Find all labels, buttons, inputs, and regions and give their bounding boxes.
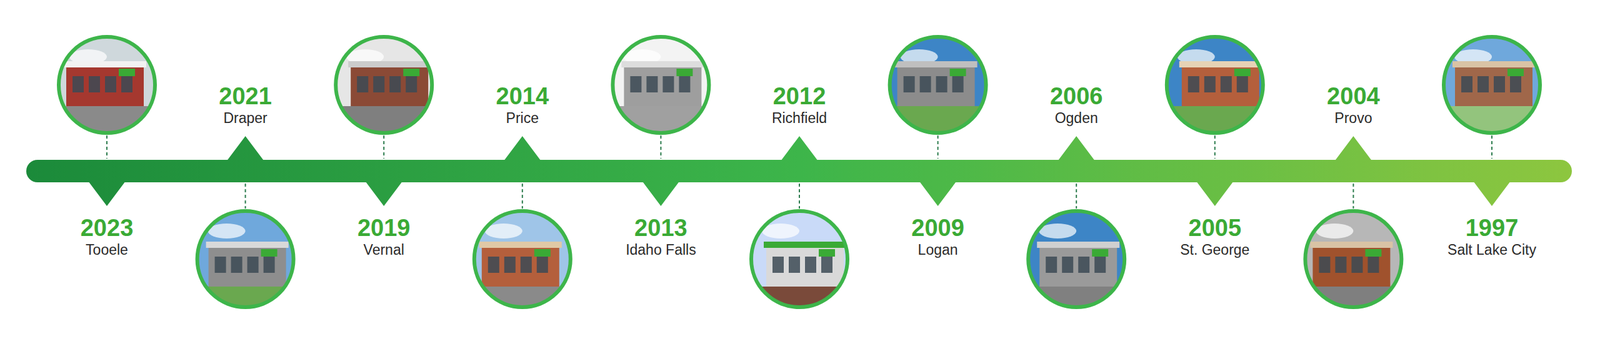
leader-line — [521, 183, 524, 209]
year-label: 2006 — [1050, 83, 1104, 110]
photo-ring — [612, 36, 709, 134]
city-label: Draper — [223, 110, 267, 127]
year-label: 2021 — [218, 83, 272, 110]
timeline-pointer — [1334, 136, 1372, 162]
city-label: Richfield — [771, 110, 827, 127]
photo-ring — [1443, 36, 1540, 134]
timeline-pointer — [365, 181, 403, 207]
city-label: St. George — [1180, 242, 1250, 259]
city-label: Vernal — [363, 242, 405, 259]
leader-line — [798, 183, 800, 209]
photo-ring — [1305, 211, 1402, 308]
location-photo — [474, 211, 571, 354]
year-label: 2019 — [357, 215, 411, 242]
year-label: 1997 — [1465, 215, 1519, 242]
leader-line — [660, 135, 662, 159]
year-label: 2004 — [1326, 83, 1380, 110]
leader-line — [245, 183, 247, 209]
leader-line — [1352, 183, 1354, 209]
city-label: Tooele — [85, 242, 129, 259]
location-photo — [1305, 211, 1402, 354]
leader-line — [1491, 135, 1493, 159]
leader-line — [1214, 135, 1216, 159]
location-photo — [58, 36, 155, 203]
timeline-pointer — [88, 181, 126, 207]
year-label: 2012 — [773, 83, 827, 110]
year-label: 2014 — [496, 83, 550, 110]
leader-line — [383, 135, 385, 159]
timeline-pointer — [226, 136, 265, 162]
leader-line — [937, 135, 939, 159]
timeline-bar — [26, 160, 1572, 183]
city-label: Logan — [918, 242, 959, 259]
location-photo — [1028, 211, 1125, 354]
timeline-pointer — [1473, 181, 1511, 207]
photo-ring — [335, 36, 432, 134]
leader-line — [1075, 183, 1077, 209]
timeline-pointer — [641, 181, 680, 207]
timeline-pointer — [1057, 136, 1095, 162]
photo-ring — [197, 211, 294, 308]
photo-ring — [890, 36, 987, 134]
city-label: Salt Lake City — [1447, 242, 1537, 259]
photo-ring — [474, 211, 571, 308]
city-label: Idaho Falls — [625, 242, 697, 259]
location-photo — [1443, 36, 1540, 203]
timeline-pointer — [780, 136, 819, 162]
photo-ring — [1028, 211, 1125, 308]
year-label: 2009 — [911, 215, 965, 242]
timeline-pointer — [1196, 181, 1234, 207]
location-photo — [890, 36, 987, 203]
city-label: Ogden — [1055, 110, 1099, 127]
leader-line — [106, 135, 108, 159]
city-label: Price — [506, 110, 539, 127]
year-label: 2023 — [80, 215, 134, 242]
timeline-pointer — [503, 136, 542, 162]
year-label: 2013 — [634, 215, 688, 242]
location-photo — [1166, 36, 1264, 203]
timeline-pointer — [919, 181, 957, 207]
location-photo — [335, 36, 432, 203]
city-label: Provo — [1334, 110, 1372, 127]
location-photo — [751, 211, 848, 354]
photo-ring — [58, 36, 155, 134]
photo-ring — [751, 211, 848, 308]
location-photo — [612, 36, 709, 203]
year-label: 2005 — [1188, 215, 1242, 242]
location-photo — [197, 211, 294, 354]
photo-ring — [1166, 36, 1264, 134]
